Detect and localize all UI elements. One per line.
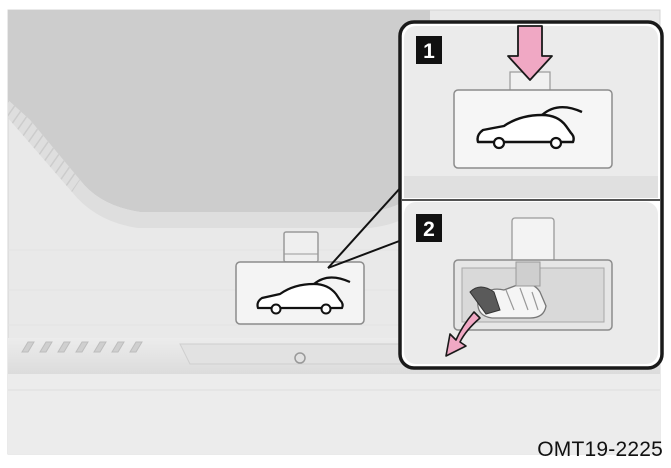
step-badge-1: 1 <box>416 36 442 64</box>
release-latch-mechanism <box>469 261 547 319</box>
callout-line-upper <box>327 185 403 269</box>
panel-step-2: 2 <box>404 202 658 364</box>
inset-frame: 1 2 <box>398 20 664 370</box>
bumper-vent-slats <box>21 341 143 353</box>
step-number-1: 1 <box>423 40 435 63</box>
figure-code: OMT19-2225 <box>537 438 663 461</box>
press-down-arrow-icon <box>507 25 553 81</box>
step-number-2: 2 <box>423 218 435 241</box>
step-badge-2: 2 <box>416 214 442 242</box>
panel-step-1: 1 <box>404 25 658 198</box>
car-trunk-icon <box>256 276 351 315</box>
car-trunk-icon <box>476 106 583 150</box>
bolt-icon <box>294 352 306 364</box>
trunk-handle-main <box>235 231 365 325</box>
pull-release-arrow-icon <box>445 311 481 357</box>
callout-line-lower <box>327 239 403 269</box>
rear-glass <box>8 10 430 212</box>
